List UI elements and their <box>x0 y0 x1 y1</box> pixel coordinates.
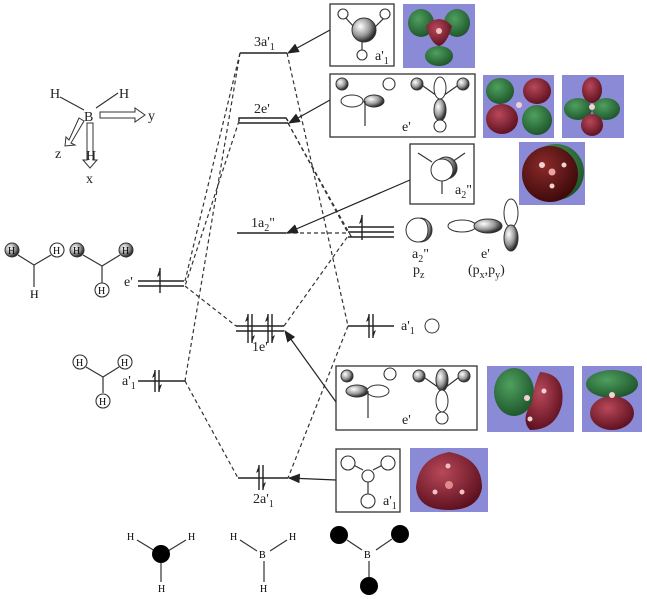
orbital-box-1e: e' <box>335 365 478 431</box>
atom-h: H <box>86 149 96 164</box>
orbital-render-1e-a <box>487 366 574 432</box>
svg-text:2a'1: 2a'1 <box>253 492 274 510</box>
svg-text:H: H <box>98 286 105 297</box>
svg-text:H: H <box>122 246 129 257</box>
svg-text:H: H <box>121 358 128 369</box>
h3-e-prime-orbital-1: H H H <box>4 242 65 301</box>
orbital-render-1a2 <box>519 142 585 205</box>
mo-level-3a1: 3a'1 <box>240 35 287 54</box>
orbital-render-1e-b <box>582 366 642 432</box>
orbital-render-2e-b <box>562 75 624 138</box>
svg-text:H: H <box>289 532 296 543</box>
axis-x-label: x <box>86 172 93 187</box>
z-axis-arrow-icon <box>64 117 85 147</box>
svg-text:e': e' <box>402 120 411 135</box>
svg-text:a'1: a'1 <box>383 494 397 512</box>
svg-text:H: H <box>8 246 15 257</box>
svg-text:B: B <box>259 550 266 561</box>
orbital-box-2e: e' <box>329 73 476 138</box>
bottom-h3-fragment: B <box>330 525 409 595</box>
h3-e-prime-level <box>138 268 184 293</box>
svg-text:1e': 1e' <box>252 340 268 355</box>
svg-text:a2": a2" <box>412 247 429 265</box>
svg-text:1a2": 1a2" <box>251 216 275 234</box>
svg-text:a2": a2" <box>455 183 472 201</box>
mo-level-1e: 1e' <box>236 314 284 355</box>
boron-pz-orbital <box>405 217 433 243</box>
mo-level-2e: 2e' <box>238 102 289 124</box>
orbital-render-2a1 <box>410 448 488 512</box>
h3-e-prime-label: e' <box>124 275 133 290</box>
h3-a1-orbital: H H H <box>72 354 133 409</box>
axis-y-label: y <box>148 109 155 124</box>
x-axis-arrow-icon <box>81 122 99 169</box>
axis-z-label: z <box>55 147 61 162</box>
svg-text:H: H <box>188 532 195 543</box>
orbital-box-3a1: a'1 <box>329 3 395 67</box>
mo-level-2a1: 2a'1 <box>238 465 288 510</box>
h3-e-prime-orbital-2: H H H <box>69 242 134 298</box>
atom-h: H <box>50 87 60 102</box>
h3-a1-label: a'1 <box>122 374 136 392</box>
svg-text:H: H <box>76 358 83 369</box>
svg-text:H: H <box>99 397 106 408</box>
svg-text:H: H <box>230 532 237 543</box>
svg-text:e': e' <box>402 413 411 428</box>
svg-text:3a'1: 3a'1 <box>254 35 275 53</box>
coordinate-system-molecule: H H B y H x z <box>50 87 155 187</box>
pointer-arrows <box>284 29 411 484</box>
svg-text:(px,py): (px,py) <box>468 263 505 281</box>
svg-text:H: H <box>30 287 39 301</box>
svg-text:2e': 2e' <box>254 102 270 117</box>
svg-text:a'1: a'1 <box>401 319 415 337</box>
boron-p-level <box>348 215 394 240</box>
boron-py-orbital <box>503 198 519 252</box>
orbital-render-3a1 <box>403 4 475 68</box>
atom-h: H <box>119 87 129 102</box>
boron-s-level <box>348 314 394 338</box>
svg-text:B: B <box>364 550 371 561</box>
svg-text:pz: pz <box>413 263 425 281</box>
orbital-box-a2: a2" <box>409 143 475 205</box>
atom-b: B <box>84 110 93 125</box>
svg-text:H: H <box>73 246 80 257</box>
orbital-render-2e-a <box>483 75 554 138</box>
y-axis-arrow-icon <box>99 107 146 123</box>
svg-text:H: H <box>260 584 267 595</box>
mo-level-1a2: 1a2" <box>237 216 286 234</box>
h3-a1-level <box>138 370 185 392</box>
svg-text:a'1: a'1 <box>375 49 389 67</box>
svg-text:H: H <box>158 584 165 595</box>
svg-text:H: H <box>53 246 60 257</box>
bottom-b-atom-orbital: H H H <box>127 532 195 595</box>
svg-text:e': e' <box>481 247 490 262</box>
orbital-box-2a1: a'1 <box>335 448 401 513</box>
boron-px-orbital <box>447 218 503 234</box>
bottom-bh3-molecule: H H B H <box>230 532 296 595</box>
boron-s-orbital-icon <box>424 318 440 334</box>
svg-text:H: H <box>127 532 134 543</box>
correlation-lines <box>184 52 353 479</box>
